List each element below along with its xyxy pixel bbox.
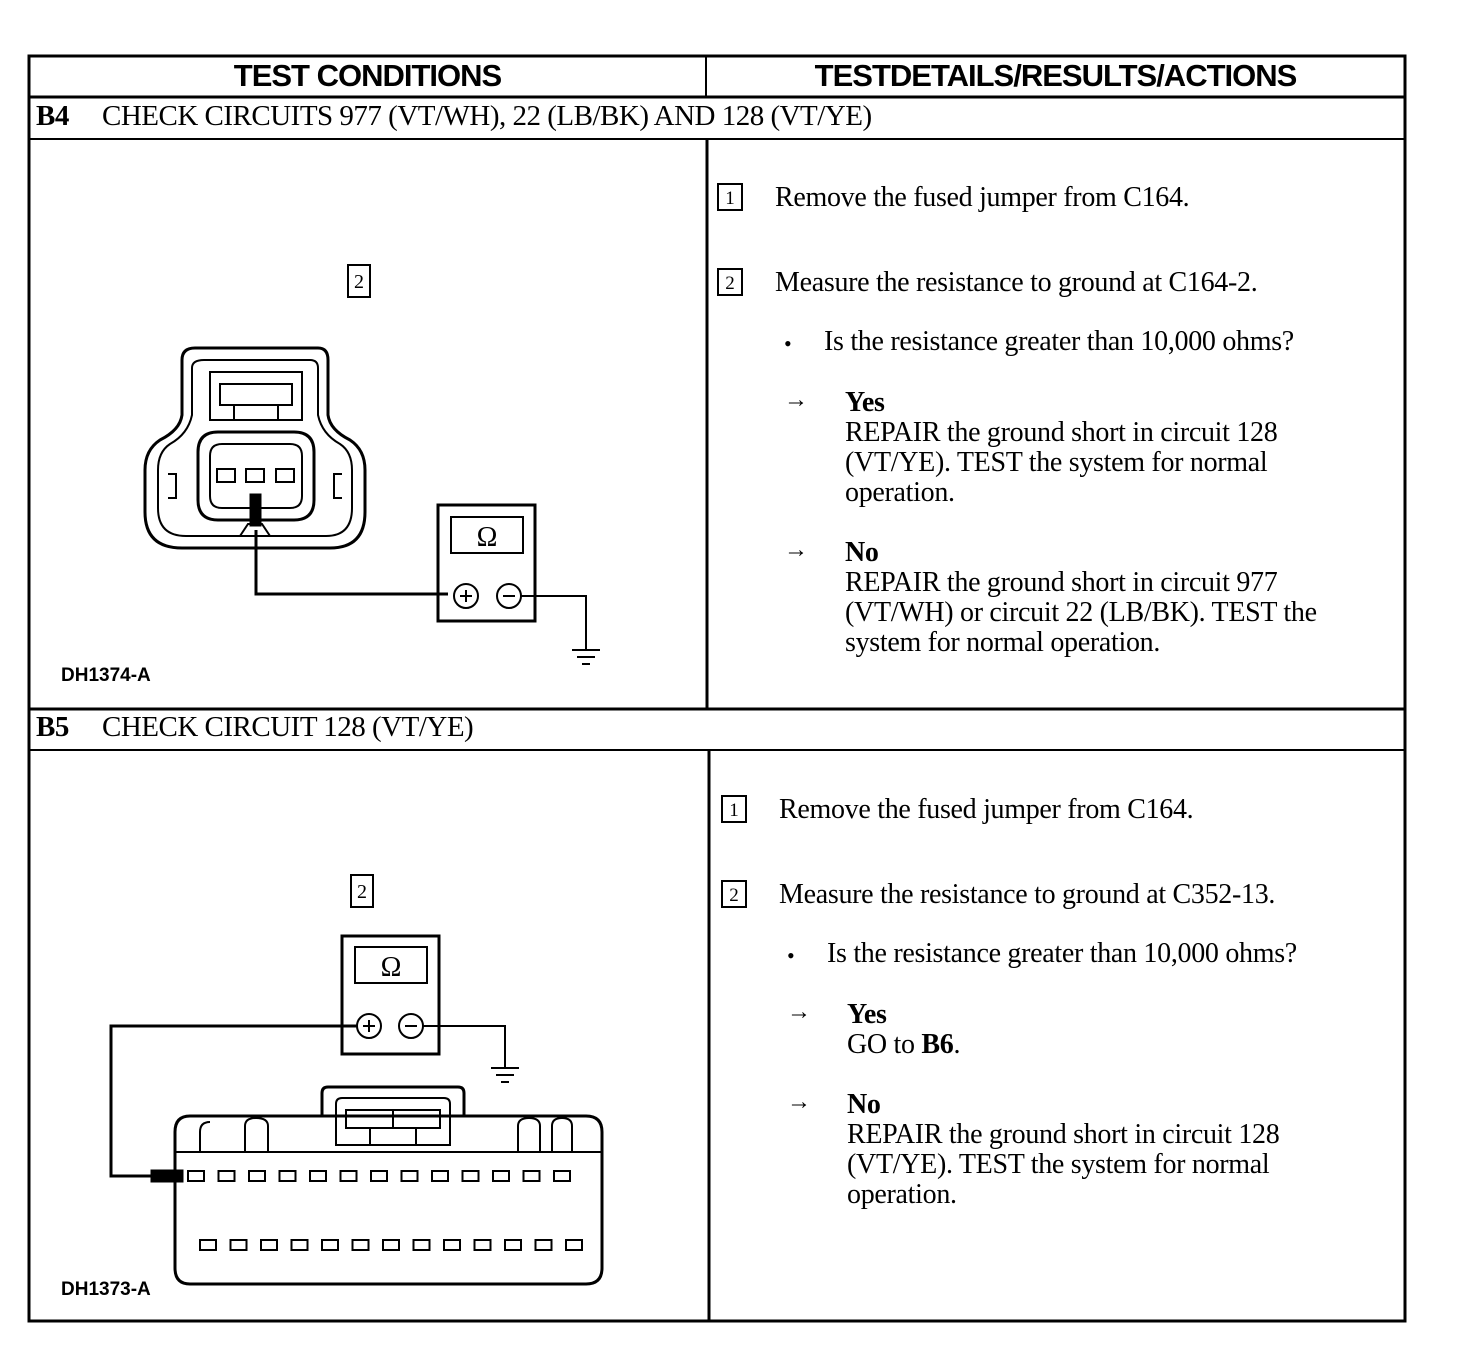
- no-outcome: No REPAIR the ground short in circuit 12…: [847, 1089, 1280, 1210]
- pin-cavity: [229, 1239, 248, 1251]
- ohm-symbol: Ω: [477, 522, 498, 553]
- no-label: No: [847, 1089, 881, 1120]
- yes-label: Yes: [845, 387, 885, 418]
- step-reference-box: 2: [347, 264, 371, 298]
- pin-cavity: [321, 1239, 339, 1251]
- pin-cavity: [187, 1170, 205, 1182]
- pin-cavity: [492, 1170, 510, 1182]
- question-text: Is the resistance greater than 10,000 oh…: [824, 326, 1294, 357]
- yes-outcome: Yes GO to B6.: [847, 1000, 960, 1060]
- pin-cavity: [278, 1170, 297, 1182]
- step-number-box: 2: [721, 880, 747, 908]
- ohm-symbol: Ω: [381, 952, 402, 983]
- pin-cavity: [370, 1170, 388, 1182]
- outcome-line: (VT/WH) or circuit 22 (LB/BK). TEST the: [845, 597, 1317, 628]
- outcome-line: REPAIR the ground short in circuit 128: [845, 417, 1278, 448]
- step-text: Measure the resistance to ground at C352…: [779, 879, 1276, 910]
- pin-cavity: [534, 1239, 553, 1251]
- pin-cavity: [217, 1170, 236, 1182]
- pin-cavity: [412, 1239, 431, 1251]
- header-test-conditions: TEST CONDITIONS: [233, 58, 502, 93]
- section-id: B5: [36, 711, 69, 743]
- pin-cavity: [461, 1170, 480, 1182]
- pin-cavity: [553, 1170, 571, 1182]
- figure-id: DH1373-A: [61, 1279, 151, 1300]
- pin-cavity: [339, 1170, 358, 1182]
- arrow-right-icon: →: [787, 999, 811, 1025]
- question-text: Is the resistance greater than 10,000 oh…: [827, 938, 1297, 969]
- step-reference-box: 2: [350, 874, 374, 908]
- yes-outcome: Yes REPAIR the ground short in circuit 1…: [845, 387, 1278, 508]
- connector-c352-diagram: Ω: [109, 934, 604, 1286]
- arrow-right-icon: →: [784, 387, 808, 413]
- header-test-details: TESTDETAILS/RESULTS/ACTIONS: [814, 58, 1298, 93]
- outcome-line: system for normal operation.: [845, 627, 1161, 658]
- no-label: No: [845, 537, 879, 568]
- no-outcome: No REPAIR the ground short in circuit 97…: [845, 538, 1317, 658]
- pin-cavity: [248, 1170, 266, 1182]
- pin-cavity: [400, 1170, 419, 1182]
- goto-target: B6: [921, 1029, 954, 1060]
- step-text: Remove the fused jumper from C164.: [779, 794, 1194, 825]
- goto-suffix: .: [953, 1029, 961, 1060]
- section-title-b4: B4 CHECK CIRCUITS 977 (VT/WH), 22 (LB/BK)…: [36, 100, 872, 133]
- pin-cavity: [473, 1239, 492, 1251]
- yes-label: Yes: [847, 999, 887, 1030]
- bullet-icon: •: [787, 943, 795, 968]
- pin-cavity: [199, 1239, 217, 1251]
- pin-cavity: [290, 1239, 309, 1251]
- section-title-text: CHECK CIRCUITS 977 (VT/WH), 22 (LB/BK) A…: [102, 100, 872, 132]
- outcome-line: operation.: [845, 477, 955, 508]
- connector-c164-diagram: Ω: [143, 346, 600, 665]
- bullet-icon: •: [784, 331, 792, 356]
- pin-cavity: [504, 1239, 522, 1251]
- section-title-b5: B5 CHECK CIRCUIT 128 (VT/YE): [36, 711, 474, 744]
- section-id: B4: [36, 100, 69, 132]
- pin-cavity: [309, 1170, 327, 1182]
- step-number-box: 1: [717, 183, 743, 211]
- outcome-line: GO to B6.: [847, 1030, 960, 1060]
- outcome-line: REPAIR the ground short in circuit 128: [847, 1119, 1280, 1150]
- pin-cavity: [565, 1239, 583, 1251]
- goto-prefix: GO to: [847, 1029, 922, 1060]
- pin-cavity: [351, 1239, 370, 1251]
- pin-cavity: [431, 1170, 449, 1182]
- outcome-line: operation.: [847, 1179, 957, 1210]
- outcome-line: (VT/YE). TEST the system for normal: [847, 1149, 1270, 1180]
- pin-cavity: [443, 1239, 461, 1251]
- pin-cavity: [382, 1239, 400, 1251]
- step-number-box: 1: [721, 795, 747, 823]
- step-text: Remove the fused jumper from C164.: [775, 182, 1190, 213]
- pin-cavity: [260, 1239, 278, 1251]
- figure-id: DH1374-A: [61, 665, 151, 686]
- section-title-text: CHECK CIRCUIT 128 (VT/YE): [102, 711, 474, 743]
- step-number-box: 2: [717, 268, 743, 296]
- arrow-right-icon: →: [787, 1089, 811, 1115]
- arrow-right-icon: →: [784, 537, 808, 563]
- connector-pin-row-2: [199, 1239, 583, 1251]
- connector-pin-row-1: [187, 1170, 571, 1182]
- step-text: Measure the resistance to ground at C164…: [775, 267, 1258, 298]
- outcome-line: (VT/YE). TEST the system for normal: [845, 447, 1268, 478]
- outcome-line: REPAIR the ground short in circuit 977: [845, 567, 1278, 598]
- pin-cavity: [522, 1170, 541, 1182]
